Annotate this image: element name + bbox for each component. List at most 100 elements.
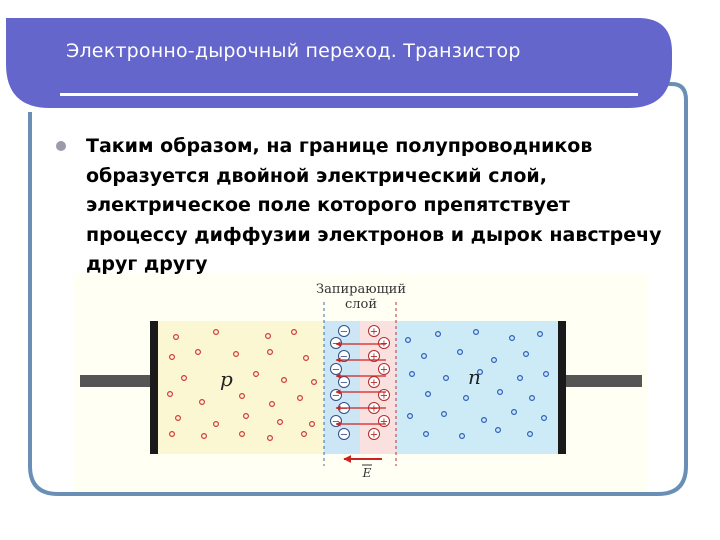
n-label: n <box>468 365 481 389</box>
bullet-dot-icon <box>56 141 66 151</box>
electron-dot <box>541 415 548 422</box>
electron-dot <box>435 330 442 337</box>
right-contact <box>558 321 566 454</box>
hole-dot <box>213 421 220 428</box>
header-underline <box>60 93 638 96</box>
svg-text:+: + <box>370 352 378 363</box>
electrons-group <box>405 328 550 440</box>
frame-border <box>28 82 688 496</box>
svg-text:+: + <box>370 404 378 415</box>
hole-dot <box>265 332 272 339</box>
electron-dot <box>491 356 498 363</box>
hole-dot <box>291 328 298 335</box>
svg-text:−: − <box>340 327 348 338</box>
electron-dot <box>459 433 466 440</box>
hole-dot <box>194 348 201 355</box>
hole-dot <box>213 328 220 335</box>
left-lead <box>80 375 152 387</box>
holes-group <box>166 328 318 442</box>
field-label: E <box>362 466 372 480</box>
hole-dot <box>253 370 260 377</box>
hole-dot <box>239 431 246 438</box>
electron-dot <box>517 374 524 381</box>
hole-dot <box>174 415 181 422</box>
hole-dot <box>166 390 173 397</box>
svg-text:−: − <box>340 430 348 441</box>
electron-dot <box>537 330 544 337</box>
positive-ion: + <box>368 325 380 338</box>
svg-text:−: − <box>340 378 348 389</box>
svg-text:+: + <box>370 327 378 338</box>
svg-text:−: − <box>332 391 340 402</box>
positive-ion: + <box>368 350 380 363</box>
svg-text:−: − <box>332 365 340 376</box>
negative-ion: − <box>330 389 342 402</box>
barrier-label-line1: Запирающий <box>316 282 406 297</box>
hole-dot <box>269 400 276 407</box>
svg-text:−: − <box>332 417 340 428</box>
svg-text:+: + <box>380 391 388 402</box>
left-contact <box>150 321 158 454</box>
hole-dot <box>281 376 288 383</box>
hole-dot <box>297 394 304 401</box>
hole-dot <box>311 378 318 385</box>
barrier-label-line2: слой <box>345 297 377 312</box>
hole-dot <box>200 433 207 440</box>
electron-dot <box>457 348 464 355</box>
hole-dot <box>301 431 308 438</box>
hole-dot <box>277 419 284 426</box>
hole-dot <box>198 398 205 405</box>
electron-dot <box>423 431 430 438</box>
slide-title: Электронно-дырочный переход. Транзистор <box>66 40 521 62</box>
hole-dot <box>243 413 250 420</box>
pn-junction-diagram: Запирающий слой p n E −−−−−−−−− ++++++++… <box>74 274 648 492</box>
hole-dot <box>233 350 240 357</box>
field-arrows-group <box>335 341 386 427</box>
electron-dot <box>497 388 504 395</box>
electron-dot <box>481 417 488 424</box>
svg-text:−: − <box>340 352 348 363</box>
electron-dot <box>441 411 448 418</box>
negative-ion: − <box>338 350 350 363</box>
negative-ion: − <box>338 376 350 389</box>
electron-dot <box>409 370 416 377</box>
negative-ion: − <box>338 428 350 441</box>
electron-dot <box>509 334 516 341</box>
svg-text:+: + <box>380 365 388 376</box>
right-lead <box>562 375 642 387</box>
svg-text:+: + <box>370 430 378 441</box>
hole-dot <box>239 392 246 399</box>
svg-text:+: + <box>380 417 388 428</box>
hole-dot <box>267 435 274 442</box>
electron-dot <box>405 336 412 343</box>
electron-dot <box>527 431 534 438</box>
positive-ion: + <box>378 363 390 376</box>
negative-ion: − <box>330 363 342 376</box>
positive-ion: + <box>368 428 380 441</box>
electron-dot <box>425 390 432 397</box>
electron-dot <box>529 394 536 401</box>
electron-dot <box>407 413 414 420</box>
electron-dot <box>495 427 502 434</box>
bullet-text: Таким образом, на границе полупроводнико… <box>86 135 662 275</box>
hole-dot <box>168 431 175 438</box>
electron-dot <box>511 409 518 416</box>
positive-ion: + <box>378 415 390 428</box>
svg-text:−: − <box>340 404 348 415</box>
electron-dot <box>421 352 428 359</box>
negative-ion: − <box>330 415 342 428</box>
electron-dot <box>523 350 530 357</box>
electron-dot <box>443 374 450 381</box>
electron-dot <box>543 370 550 377</box>
electron-dot <box>477 368 484 375</box>
electron-dot <box>463 394 470 401</box>
negative-ion: − <box>338 325 350 338</box>
electron-dot <box>473 328 480 335</box>
positive-ion: + <box>378 389 390 402</box>
hole-dot <box>303 354 310 361</box>
svg-text:+: + <box>370 378 378 389</box>
hole-dot <box>168 353 175 360</box>
hole-dot <box>180 374 187 381</box>
hole-dot <box>172 333 179 340</box>
